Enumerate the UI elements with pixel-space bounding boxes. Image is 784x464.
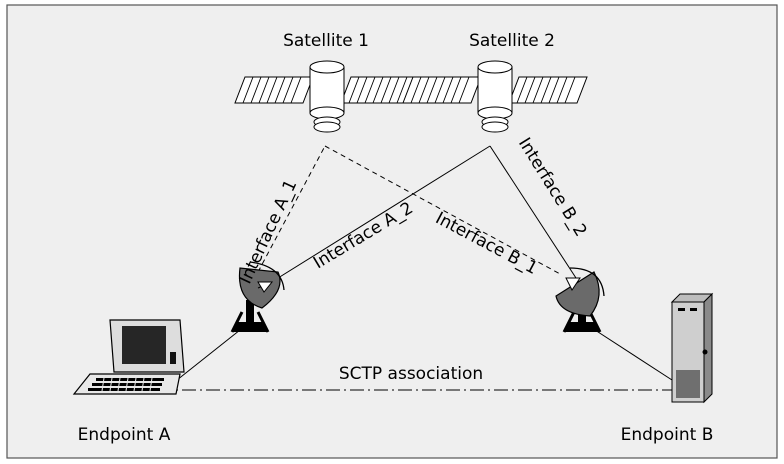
satellite-1-icon bbox=[234, 60, 420, 133]
laptop-icon bbox=[72, 319, 185, 395]
server-icon bbox=[670, 292, 714, 404]
satellite-1-label: Satellite 1 bbox=[283, 31, 369, 51]
link-interface-a1 bbox=[257, 145, 326, 273]
link-lines bbox=[110, 145, 673, 391]
satellite-2-icon bbox=[402, 60, 588, 133]
link-interface-a2 bbox=[261, 145, 491, 289]
link-endpoint-b-dish bbox=[594, 329, 673, 381]
endpoint-a-label: Endpoint A bbox=[78, 425, 171, 445]
sctp-association-label: SCTP association bbox=[339, 364, 483, 384]
link-interface-b2 bbox=[489, 145, 577, 279]
ground-station-b-icon bbox=[555, 267, 605, 333]
ground-station-a-icon bbox=[230, 261, 285, 333]
link-endpoint-a-dish bbox=[176, 329, 241, 381]
satellite-2-label: Satellite 2 bbox=[469, 31, 555, 51]
endpoint-b-label: Endpoint B bbox=[621, 425, 714, 445]
